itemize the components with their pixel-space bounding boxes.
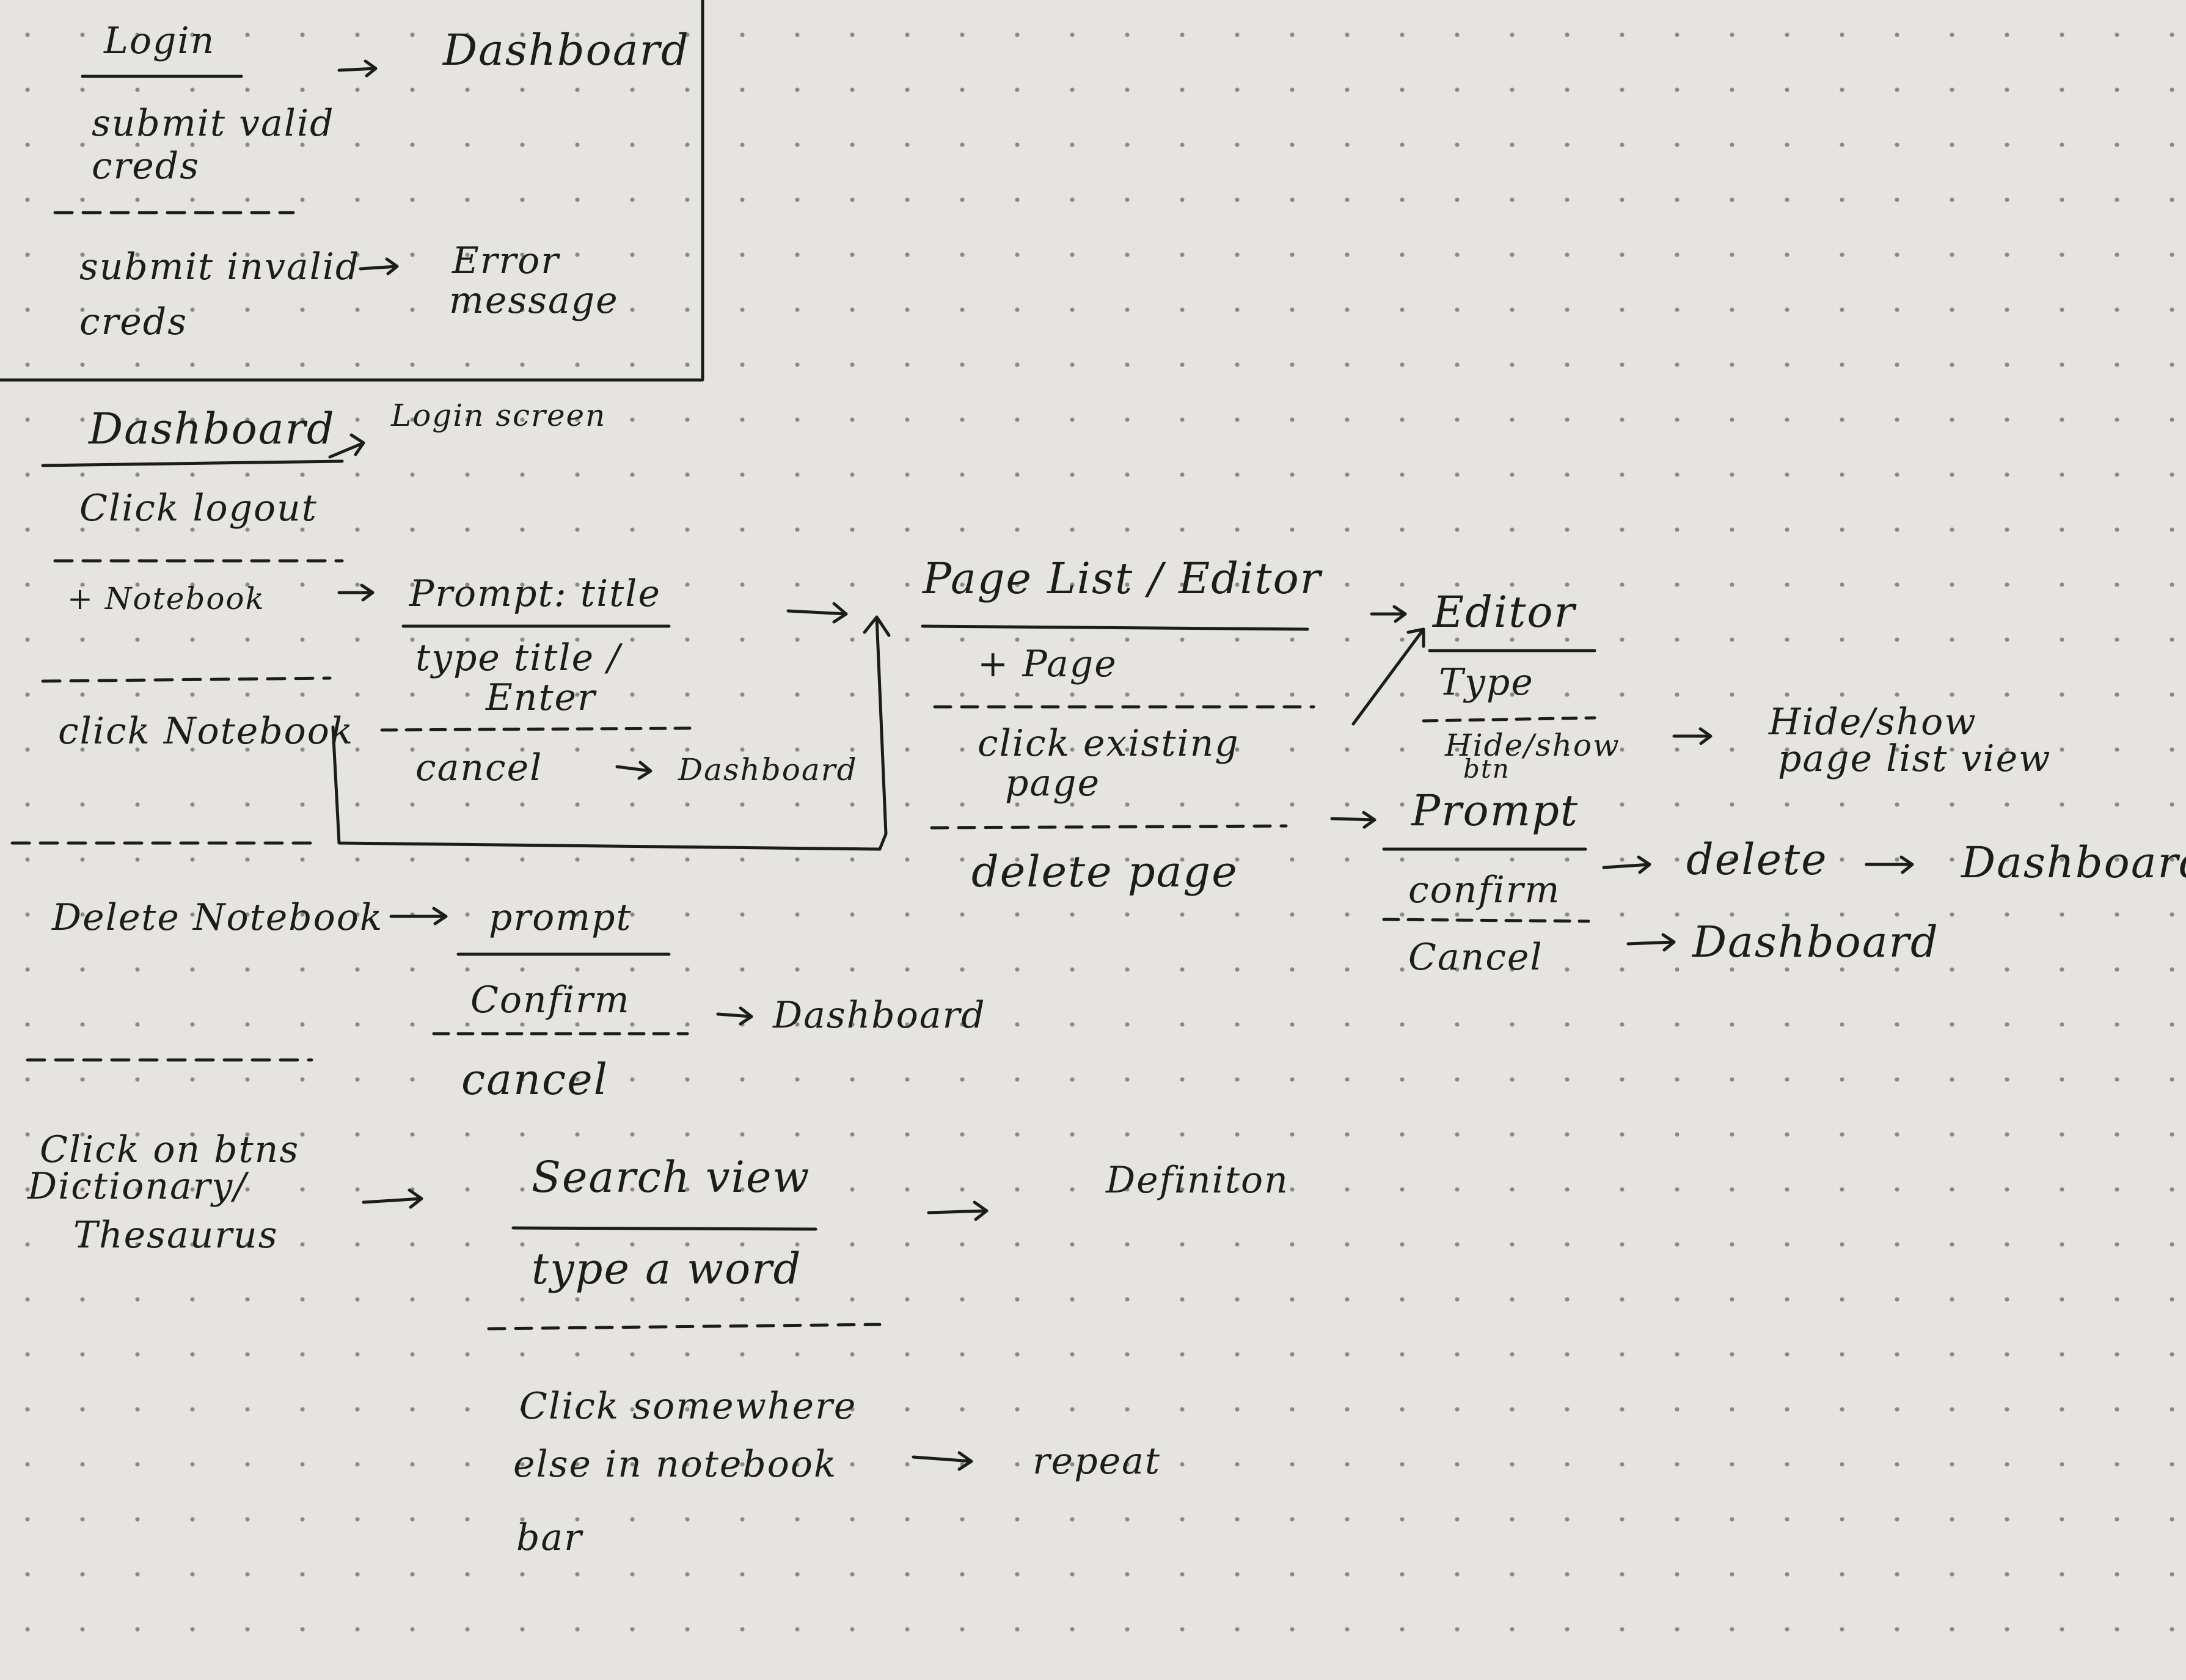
arrow-logout-login [328, 433, 365, 459]
login-target-dashboard: Dashboard [443, 25, 690, 75]
search-trigger-line1: Click on btns [40, 1128, 300, 1171]
arrow-existing-editor [1351, 627, 1425, 726]
hide-show-target-line2: page list view [1778, 737, 2052, 780]
editor-heading: Editor [1433, 587, 1576, 637]
logout-target: Login screen [391, 398, 607, 433]
arrow-confirm-delete [1602, 855, 1651, 874]
search-trigger-line3: Thesaurus [73, 1214, 279, 1257]
underline-page-list [921, 624, 1309, 631]
underline-search-view [511, 1226, 817, 1231]
arrow-delete-dashboard [1865, 855, 1914, 874]
dashboard-heading: Dashboard [89, 404, 335, 454]
search-trigger-line2: Dictionary/ [27, 1165, 247, 1208]
arrow-to-page-list [786, 602, 848, 624]
click-existing-line1: click existing [978, 722, 1240, 765]
click-else-line2: else in notebook [513, 1443, 838, 1486]
add-page: + Page [978, 643, 1117, 685]
invalid-creds-line2: creds [79, 301, 188, 343]
arrow-search-definition [927, 1200, 989, 1221]
dash-divider-delete-page [1382, 918, 1590, 923]
login-heading: Login [104, 20, 216, 62]
arrow-invalid-error [359, 257, 399, 276]
arrow-hide-show [1672, 727, 1713, 745]
type-title-line2: Enter [486, 676, 596, 719]
arrow-repeat [912, 1451, 973, 1471]
dash-divider-editor [1422, 716, 1596, 723]
prompt-title: Prompt: title [409, 572, 661, 615]
error-line2: message [449, 279, 619, 322]
delete-confirm: Confirm [470, 979, 631, 1021]
arrow-cancel-dashboard [615, 761, 653, 780]
click-else-line3: bar [516, 1516, 583, 1559]
click-else-line1: Click somewhere [519, 1385, 857, 1428]
hide-show-line2: btn [1463, 754, 1510, 784]
error-line1: Error [452, 239, 560, 282]
click-existing-line2: page [1005, 762, 1101, 805]
page-list-heading: Page List / Editor [923, 553, 1322, 604]
invalid-creds-line1: submit invalid [79, 246, 360, 288]
arrow-confirm-dashboard [716, 1006, 753, 1026]
login-box [0, 0, 704, 382]
arrow-login-dashboard [337, 59, 378, 78]
delete-page-confirm-target1: delete [1686, 835, 1828, 885]
type-title-line1: type title / [415, 637, 621, 679]
add-notebook: + Notebook [67, 581, 265, 616]
delete-page-confirm: confirm [1408, 869, 1561, 911]
dash-divider-prompt [380, 726, 692, 732]
arrow-notebook-prompt [337, 583, 375, 602]
arrow-delete-prompt [389, 907, 448, 926]
valid-creds-line2: creds [92, 145, 200, 188]
dash-divider-page-2 [930, 824, 1288, 830]
editor-type: Type [1439, 661, 1534, 704]
arrow-btns-search [362, 1188, 423, 1209]
dash-divider-2 [41, 676, 332, 683]
delete-page: delete page [971, 847, 1238, 897]
valid-creds-line1: submit valid [92, 102, 335, 145]
search-view-heading: Search view [532, 1152, 811, 1202]
cancel-target-dashboard: Dashboard [678, 752, 858, 787]
delete-cancel: cancel [461, 1054, 609, 1105]
loop-click-notebook [331, 615, 891, 851]
click-notebook: click Notebook [58, 710, 354, 753]
delete-notebook: Delete Notebook [52, 896, 384, 939]
arrow-page-editor [1370, 605, 1407, 623]
dash-divider-search [487, 1323, 882, 1331]
delete-page-cancel-target: Dashboard [1692, 917, 1939, 967]
arrow-cancel-dashboard-2 [1626, 933, 1676, 952]
type-a-word: type a word [532, 1244, 802, 1294]
underline-dashboard [41, 459, 344, 467]
delete-confirm-target: Dashboard [773, 994, 986, 1037]
delete-page-confirm-target2: Dashboard [1961, 838, 2186, 888]
repeat: repeat [1033, 1440, 1161, 1483]
definition: Definiton [1106, 1159, 1289, 1202]
delete-page-cancel: Cancel [1408, 936, 1543, 979]
arrow-delete-page-prompt [1330, 811, 1376, 829]
prompt-cancel: cancel [415, 747, 543, 789]
hide-show-line1: Hide/show [1445, 728, 1620, 763]
delete-page-prompt: Prompt [1411, 786, 1579, 836]
click-logout: Click logout [79, 487, 318, 530]
hide-show-target-line1: Hide/show [1769, 701, 1977, 743]
delete-prompt: prompt [489, 896, 632, 939]
